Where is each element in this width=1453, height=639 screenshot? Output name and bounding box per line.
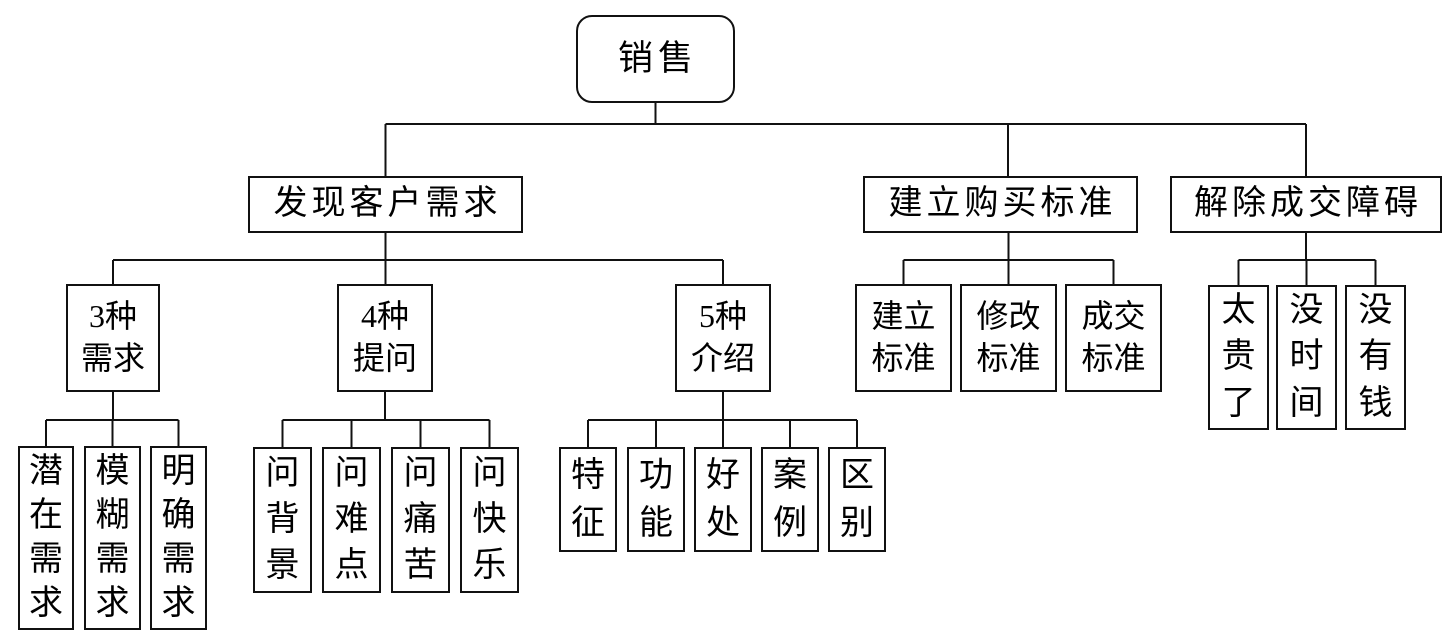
node-establish-criteria: 建立 标准 xyxy=(855,284,952,392)
node-differences: 区别 xyxy=(828,447,886,552)
node-closing-criteria: 成交 标准 xyxy=(1065,284,1162,392)
node-no-money: 没有钱 xyxy=(1345,285,1406,430)
node-discover-customer-needs: 发现客户需求 xyxy=(248,176,523,233)
node-features: 特征 xyxy=(559,447,617,552)
node-5-types-of-introductions: 5种 介绍 xyxy=(675,284,771,392)
node-establish-buying-criteria: 建立购买标准 xyxy=(863,176,1138,233)
node-vague-need: 模糊需求 xyxy=(84,446,141,630)
node-cases: 案例 xyxy=(761,447,819,552)
node-ask-background: 问背景 xyxy=(253,447,312,593)
node-ask-pleasure: 问快乐 xyxy=(460,447,519,593)
node-remove-closing-obstacles: 解除成交障碍 xyxy=(1170,176,1442,233)
node-latent-need: 潜在需求 xyxy=(18,446,74,630)
node-sales: 销售 xyxy=(576,15,735,103)
node-explicit-need: 明确需求 xyxy=(150,446,207,630)
node-modify-criteria: 修改 标准 xyxy=(960,284,1057,392)
node-3-types-of-needs: 3种 需求 xyxy=(66,284,160,392)
node-no-time: 没时间 xyxy=(1276,285,1337,430)
node-functions: 功能 xyxy=(627,447,685,552)
node-ask-difficulties: 问难点 xyxy=(322,447,381,593)
node-too-expensive: 太贵了 xyxy=(1208,285,1269,430)
node-ask-pain: 问痛苦 xyxy=(391,447,450,593)
node-benefits: 好处 xyxy=(694,447,752,552)
node-4-types-of-questions: 4种 提问 xyxy=(337,284,433,392)
